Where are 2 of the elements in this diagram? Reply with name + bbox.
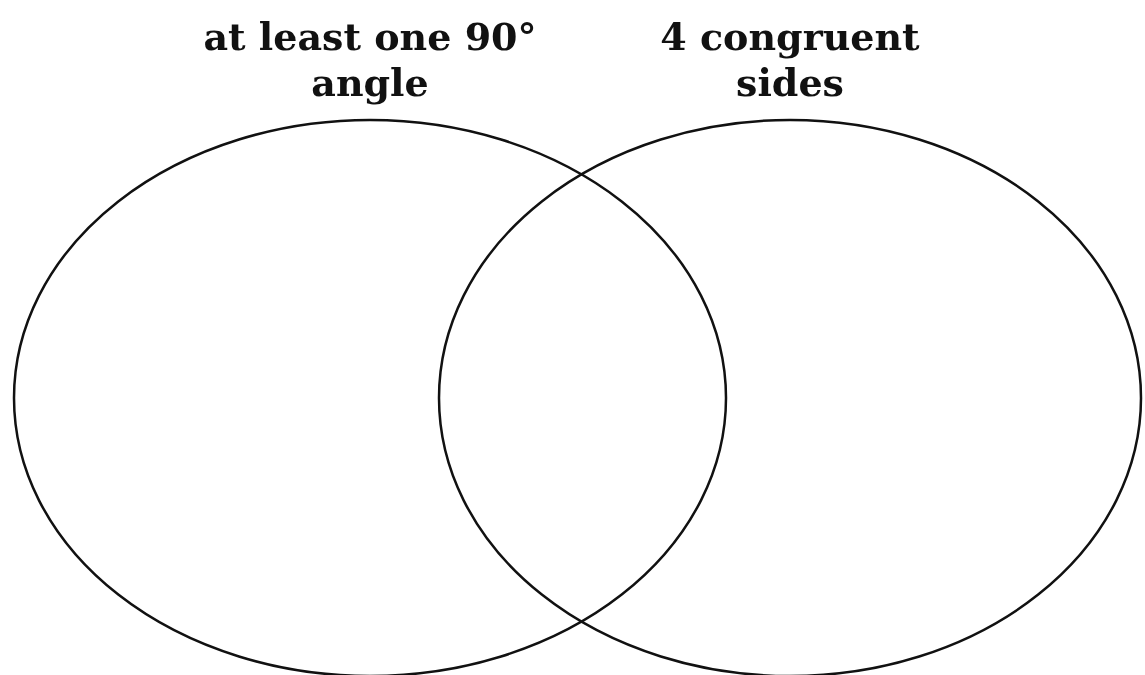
set-heading: at least one 90° angle: [202, 14, 538, 106]
set-heading: 4 congruent sides: [659, 14, 921, 106]
